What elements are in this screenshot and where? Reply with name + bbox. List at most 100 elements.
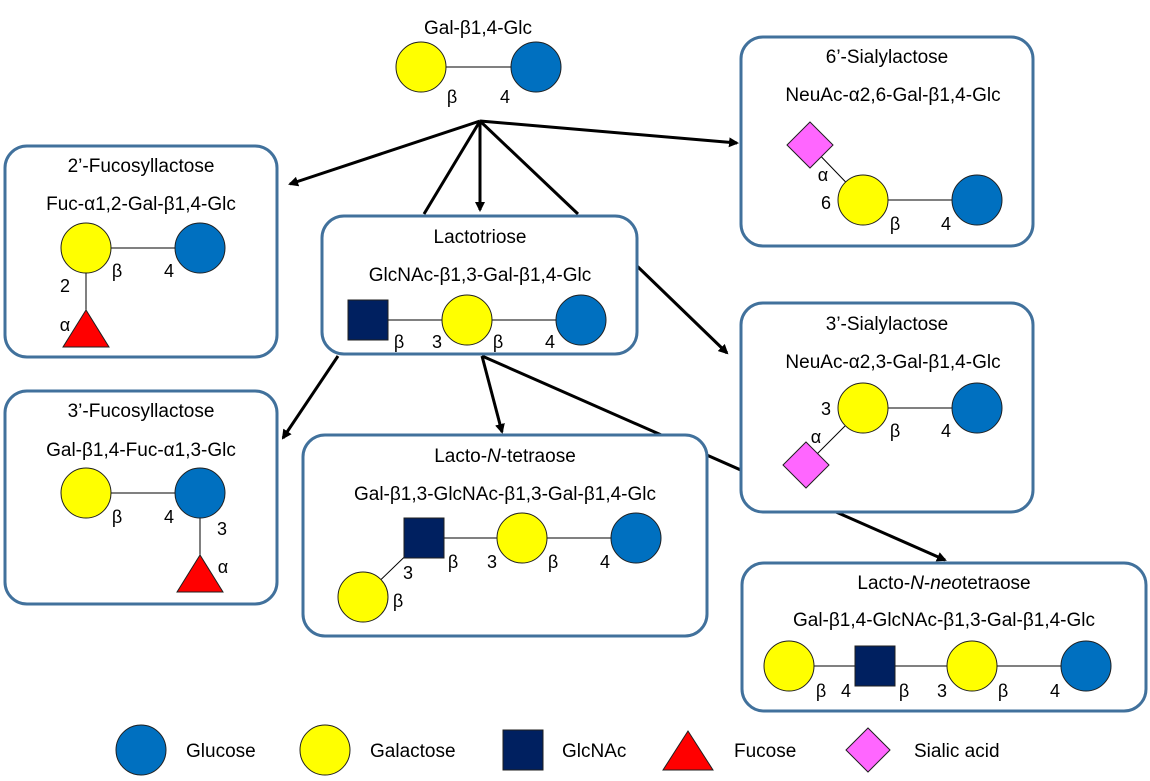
bond-label: α [811,427,821,447]
glucose-icon [610,512,662,564]
bond-label: α [60,315,70,335]
bond-label: β [112,261,122,281]
bond-label: 3 [821,399,831,419]
galactose-icon [60,222,112,274]
bond-label: β [112,507,122,527]
bond-label: 2 [60,276,70,296]
line-lactose-to-lactotriose-right [478,119,580,216]
glucose-icon [1060,640,1112,692]
bond-label: 3 [432,332,442,352]
box-formula: Gal-β1,4-GlcNAc-β1,3-Gal-β1,4-Glc [793,610,1095,631]
bond-label: β [548,552,558,572]
galactose-icon [837,174,889,226]
lactose-formula: Gal-β1,4-Glc [424,18,532,39]
bond-label: α [818,165,828,185]
box-title: Lacto-N-tetraose [434,446,576,467]
box-6-sialylactose: 6’-Sialylactose NeuAc-α2,6-Gal-β1,4-Glc … [739,35,1035,248]
box-lacto-n-neotetraose: Lacto-N-neotetraose Gal-β1,4-GlcNAc-β1,3… [740,561,1148,713]
box-formula: GlcNAc-β1,3-Gal-β1,4-Glc [369,265,591,286]
bond-label: 4 [1050,681,1060,701]
bond-label: β [899,681,909,701]
bond-label: 4 [941,421,951,441]
sialic-acid-icon [845,727,891,773]
galactose-icon [395,41,447,93]
bond-label: β [816,681,826,701]
glcnac-icon [854,645,896,687]
bond-label: 4 [600,552,610,572]
box-3-fucosyllactose: 3’-Fucosyllactose Gal-β1,4-Fuc-α1,3-Glc … [3,389,279,606]
bond-label: 4 [545,332,555,352]
galactose-icon [441,294,493,346]
arrows [281,119,947,562]
glucose-icon [510,41,562,93]
legend: Glucose Galactose GlcNAc Fucose Sialic a… [115,724,1000,776]
legend-glcnac-label: GlcNAc [562,741,626,762]
bond-label: 4 [164,507,174,527]
box-title: 3’-Fucosyllactose [68,401,215,422]
bond-label: 3 [487,552,497,572]
fucose-icon [176,554,224,593]
arrow-lactotriose-to-3fl [281,355,340,440]
legend-galactose-label: Galactose [370,741,456,762]
galactose-icon [946,640,998,692]
bond-label: β [447,87,457,107]
bond-label: 4 [164,261,174,281]
bond-label: 3 [937,681,947,701]
glcnac-icon [347,299,389,341]
legend-sialic-acid-label: Sialic acid [914,741,1000,762]
galactose-icon [60,467,112,519]
box-title: 3’-Sialylactose [826,314,949,335]
fucose-icon [662,730,714,771]
glucose-icon [174,222,226,274]
bond-label: α [218,557,228,577]
bond-label: 4 [500,87,510,107]
bond-label: 4 [941,214,951,234]
glucose-icon [115,724,167,776]
glcnac-icon [502,729,544,771]
glucose-icon [951,382,1003,434]
bond-label: 6 [821,193,831,213]
bond-label: 4 [841,681,851,701]
bond-label: 3 [403,563,413,583]
bond-label: β [998,681,1008,701]
bond-label: β [890,421,900,441]
box-formula: Fuc-α1,2-Gal-β1,4-Glc [46,194,236,215]
line-lactose-to-lactotriose-left [422,120,482,215]
sialic-acid-icon [782,441,830,489]
sialic-acid-icon [786,121,834,169]
legend-glucose-label: Glucose [186,741,256,762]
glucose-icon [555,294,607,346]
arrow-lactotriose-to-lnnt [481,354,947,562]
lactose-group: Gal-β1,4-Glc β 4 [395,18,562,107]
arrow-lactotriose-to-3sl [635,264,729,355]
galactose-icon [496,512,548,564]
box-formula: Gal-β1,3-GlcNAc-β1,3-Gal-β1,4-Glc [354,484,656,505]
glcnac-icon [403,517,445,559]
glucose-icon [174,467,226,519]
box-title: 6’-Sialylactose [826,47,949,68]
box-formula: NeuAc-α2,3-Gal-β1,4-Glc [785,352,1000,373]
legend-fucose-label: Fucose [734,741,796,762]
galactose-icon [763,640,815,692]
glucose-icon [951,174,1003,226]
galactose-icon [299,724,351,776]
bond-label: 3 [217,519,227,539]
bond-label: β [493,332,503,352]
box-lacto-n-tetraose: Lacto-N-tetraose Gal-β1,3-GlcNAc-β1,3-Ga… [301,433,709,638]
galactose-icon [337,571,389,623]
arrow-lactose-to-2fl [288,119,481,187]
bond-label: β [448,552,458,572]
box-title: 2’-Fucosyllactose [68,156,215,177]
bond-label: β [394,332,404,352]
box-2-fucosyllactose: 2’-Fucosyllactose Fuc-α1,2-Gal-β1,4-Glc … [3,144,279,359]
box-lactotriose: Lactotriose GlcNAc-β1,3-Gal-β1,4-Glc β 3… [320,214,639,356]
box-formula: NeuAc-α2,6-Gal-β1,4-Glc [785,85,1000,106]
bond-label: β [890,214,900,234]
fucose-icon [62,309,110,348]
box-title: Lacto-N-neotetraose [857,573,1030,594]
galactose-icon [837,382,889,434]
arrow-lactose-to-6sl [479,119,739,148]
box-title: Lactotriose [434,227,527,248]
box-3-sialylactose: 3’-Sialylactose NeuAc-α2,3-Gal-β1,4-Glc … [739,301,1035,514]
